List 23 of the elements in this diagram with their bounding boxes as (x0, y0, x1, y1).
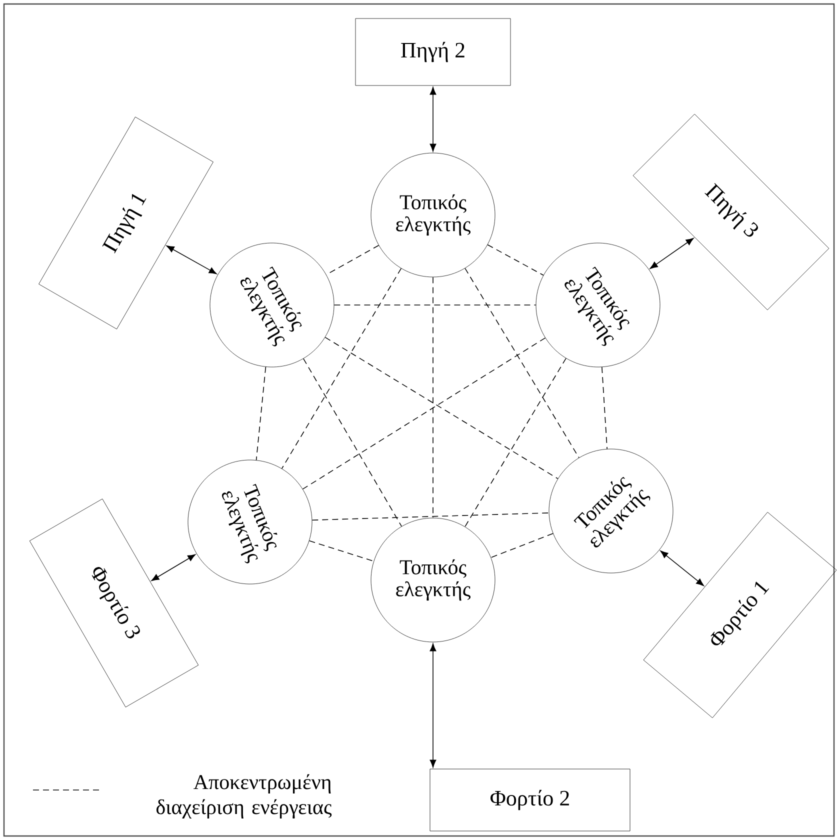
connector-line (303, 358, 402, 527)
arrow (166, 246, 217, 274)
legend-text: Αποκεντρωμένη διαχείριση ενέργειας (156, 774, 332, 818)
arrow (430, 643, 436, 768)
connector-line (487, 244, 544, 276)
connector-line (312, 512, 550, 520)
arrow (660, 550, 704, 586)
connector-line (324, 336, 558, 480)
connector-line (302, 338, 546, 490)
arrow (650, 238, 694, 269)
connector-line (432, 276, 434, 518)
connector-line (308, 540, 374, 562)
connector-line (464, 268, 580, 458)
process-box: Πηγή 2 (355, 18, 511, 86)
arrow (151, 554, 196, 581)
connector-line (256, 366, 266, 461)
connector-line (334, 304, 536, 306)
process-box: Φορτίο 2 (430, 768, 630, 832)
connector-line (464, 358, 566, 528)
arrow (430, 86, 436, 152)
connector-line (490, 533, 554, 558)
connector-line (602, 366, 608, 450)
connector-line (281, 268, 402, 469)
